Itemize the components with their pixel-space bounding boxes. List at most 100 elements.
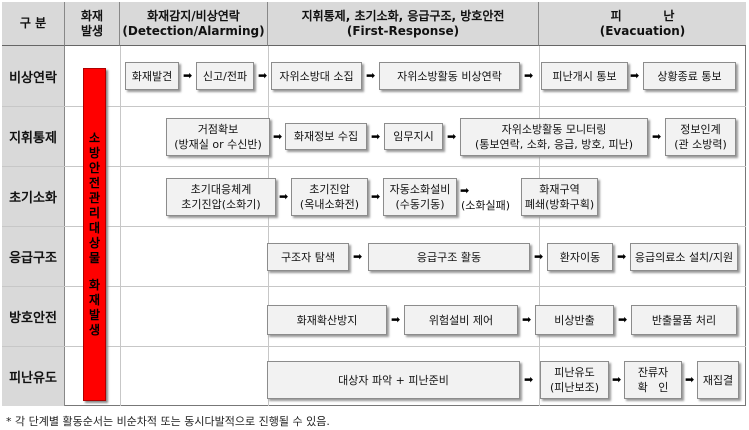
box-emergency-removal: 비상반출 bbox=[535, 305, 614, 335]
box-text: (수동기동) bbox=[395, 198, 445, 211]
box-text: (피난보조) bbox=[549, 381, 600, 394]
arrow-right-icon: ➡ bbox=[617, 250, 627, 263]
header-fire-line2: 발생 bbox=[80, 23, 104, 38]
box-reassembly: 재집결 bbox=[697, 361, 739, 399]
arrow-right-icon: ➡ bbox=[618, 313, 628, 326]
arrow-right-icon: ➡ bbox=[612, 373, 622, 386]
box-text: 화재확산방지 bbox=[296, 313, 358, 327]
box-text: 재집결 bbox=[702, 373, 734, 387]
box-patient-transfer: 환자이동 bbox=[547, 243, 613, 271]
bar-char: 대 bbox=[88, 221, 101, 235]
box-team-emergency-contact: 자위소방활동 비상연락 bbox=[379, 62, 520, 90]
bar-char: 전 bbox=[88, 176, 101, 190]
column-divider bbox=[120, 46, 121, 406]
box-text: 초기진압(소화기) bbox=[181, 198, 261, 211]
box-text: 위험설비 제어 bbox=[428, 313, 494, 327]
column-divider bbox=[539, 46, 540, 406]
arrow-right-icon: ➡ bbox=[371, 130, 381, 143]
box-medical-station: 응급의료소 설치/지원 bbox=[630, 243, 738, 271]
row-divider bbox=[2, 226, 746, 227]
box-rescue-search: 구조자 탐색 bbox=[267, 243, 349, 271]
arrow-right-icon: ➡ bbox=[534, 250, 544, 263]
row-label-text: 지휘통제 bbox=[9, 130, 57, 146]
box-info-handover: 정보인계(관 소방력) bbox=[665, 118, 736, 156]
row-label-evacuation-guidance: 피난유도 bbox=[2, 346, 65, 406]
box-secure-base: 거점확보 (방재실 or 수신반) bbox=[166, 118, 270, 156]
arrow-right-icon: ➡ bbox=[524, 373, 534, 386]
box-text: 구조자 탐색 bbox=[280, 250, 336, 264]
box-mission-order: 임무지시 bbox=[384, 123, 443, 150]
bar-char: 재 bbox=[88, 293, 101, 307]
box-text: 화재발견 bbox=[131, 69, 173, 83]
arrow-right-icon: ➡ bbox=[366, 69, 376, 82]
arrow-right-icon: ➡ bbox=[685, 373, 695, 386]
box-fire-spread-prevention: 화재확산방지 bbox=[267, 305, 387, 335]
box-text: 대상자 파악 + 피난준비 bbox=[338, 373, 449, 387]
header-category: 구 분 bbox=[2, 2, 65, 46]
box-text: 거점확보 bbox=[197, 123, 239, 136]
box-removed-goods: 반출물품 처리 bbox=[631, 305, 737, 335]
suppression-failed-label: (소화실패) bbox=[461, 199, 511, 212]
box-hazard-control: 위험설비 제어 bbox=[404, 305, 518, 335]
row-divider bbox=[2, 166, 746, 167]
box-text: 화재정보 수집 bbox=[293, 130, 359, 143]
box-indoor-hydrant: 초기진압 (옥내소화전) bbox=[291, 178, 368, 216]
header-fire: 화재 발생 bbox=[65, 2, 120, 46]
box-target-identification: 대상자 파악 + 피난준비 bbox=[267, 361, 520, 399]
box-text: 정보인계 bbox=[680, 123, 721, 136]
bar-char: 리 bbox=[88, 206, 101, 220]
arrow-right-icon: ➡ bbox=[353, 250, 363, 263]
box-text: 잔류자 bbox=[637, 366, 669, 379]
arrow-right-icon: ➡ bbox=[391, 313, 401, 326]
bar-char: 화 bbox=[88, 278, 101, 292]
header-first-line2: (First-Response) bbox=[346, 23, 460, 38]
header-detection-line1: 화재감지/비상연락 bbox=[147, 8, 240, 23]
bar-char: 생 bbox=[88, 323, 101, 337]
header-evacuation: 피 난 (Evacuation) bbox=[539, 2, 746, 46]
bar-char: 물 bbox=[88, 251, 101, 265]
bar-char: 관 bbox=[88, 191, 101, 205]
arrow-right-icon: ➡ bbox=[371, 190, 381, 203]
bar-char: 안 bbox=[88, 161, 101, 175]
row-label-text: 피난유도 bbox=[9, 370, 57, 386]
box-text: 폐쇄(방화구획) bbox=[524, 198, 595, 211]
box-evacuation-start-notice: 피난개시 통보 bbox=[541, 62, 628, 90]
box-text: (방재실 or 수신반) bbox=[174, 138, 262, 151]
box-text: (통보연락, 소화, 응급, 방호, 피난) bbox=[475, 138, 633, 151]
row-label-text: 초기소화 bbox=[9, 190, 57, 206]
box-text: 초기진압 bbox=[309, 183, 350, 196]
row-label-first-aid: 응급구조 bbox=[2, 226, 65, 286]
header-first-line1: 지휘통제, 초기소화, 응급구조, 방호안전 bbox=[301, 8, 505, 23]
arrow-right-icon: ➡ bbox=[258, 69, 268, 82]
arrow-right-icon: ➡ bbox=[652, 130, 662, 143]
box-evacuation-guidance: 피난유도(피난보조) bbox=[540, 361, 609, 399]
header-detection-line2: (Detection/Alarming) bbox=[122, 23, 265, 38]
row-label-emergency-contact: 비상연락 bbox=[2, 46, 65, 106]
arrow-right-icon: ➡ bbox=[279, 190, 289, 203]
header-category-label: 구 분 bbox=[19, 16, 47, 30]
arrow-right-icon: ➡ bbox=[273, 130, 283, 143]
box-text: 자위소방활동 모니터링 bbox=[501, 123, 607, 136]
arrow-right-icon: ➡ bbox=[524, 69, 534, 82]
header-evac-line2: (Evacuation) bbox=[599, 23, 686, 38]
box-fire-info-collection: 화재정보 수집 bbox=[285, 123, 367, 150]
box-text: 피난개시 통보 bbox=[552, 69, 617, 83]
header-fire-line1: 화재 bbox=[80, 8, 104, 23]
box-text: (옥내소화전) bbox=[299, 198, 360, 211]
box-text: 확 인 bbox=[637, 381, 669, 394]
row-label-text: 비상연락 bbox=[9, 70, 57, 86]
arrow-right-icon: ➡ bbox=[447, 130, 457, 143]
row-divider bbox=[2, 346, 746, 347]
box-text: 초기대응체계 bbox=[190, 183, 252, 196]
column-divider bbox=[268, 46, 269, 406]
row-divider bbox=[2, 106, 746, 107]
bar-char: 소 bbox=[88, 131, 101, 145]
box-text: 반출물품 처리 bbox=[651, 313, 717, 327]
row-label-command: 지휘통제 bbox=[2, 106, 65, 166]
box-team-monitoring: 자위소방활동 모니터링 (통보연락, 소화, 응급, 방호, 피난) bbox=[460, 118, 648, 156]
box-fire-discovery: 화재발견 bbox=[125, 62, 179, 90]
box-text: 자위소방활동 비상연락 bbox=[397, 69, 502, 83]
